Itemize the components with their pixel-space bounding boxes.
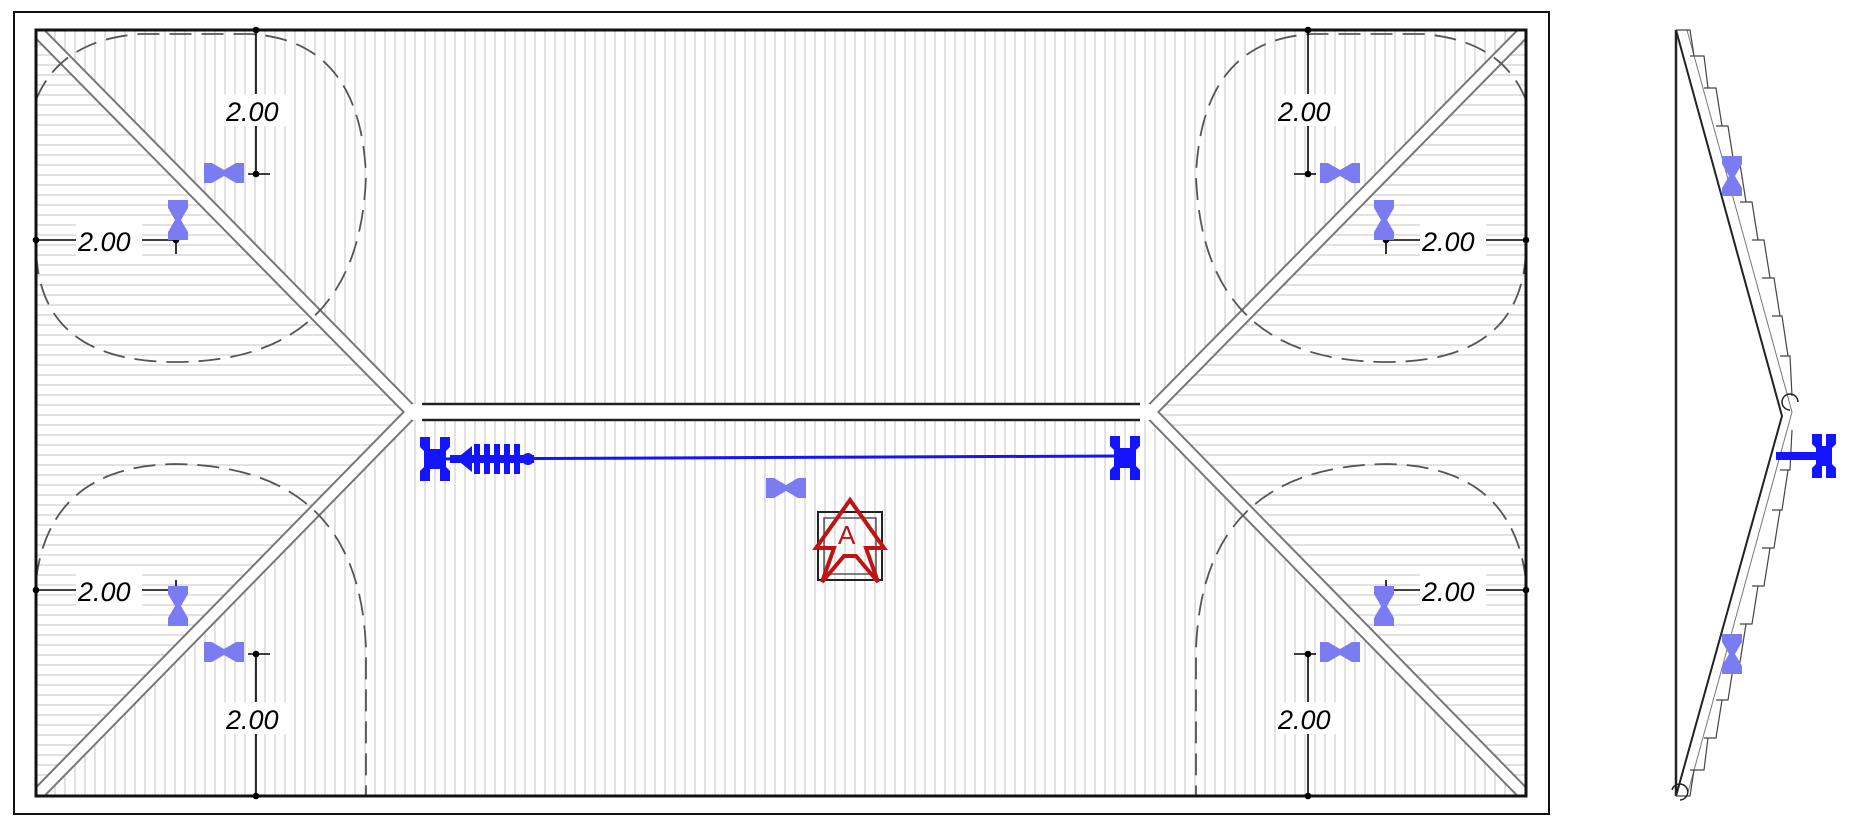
roof-face-top: [36, 30, 1526, 412]
anchor-label: A: [838, 520, 856, 550]
roof-anchor-icon: A: [812, 496, 888, 584]
roof-section-view: [1671, 29, 1836, 801]
bow-tie-support-icon: [1722, 634, 1742, 674]
roof-plan: [36, 30, 1526, 796]
lifeline-end-post-icon: [1776, 434, 1836, 478]
ridge-lines: [36, 30, 1526, 796]
dimension-label: 2.00: [77, 577, 131, 607]
dimension-label: 2.00: [77, 227, 131, 257]
dimension-label: 2.00: [1277, 97, 1331, 127]
lifeline-cable: [435, 454, 1117, 461]
roof-face-bottom: [36, 412, 1526, 796]
roof-outline: [34, 28, 1528, 798]
dimension-label: 2.00: [1277, 705, 1331, 735]
dimension-labels: 2.00 2.00 2.00 2.00 2.00 2.00 2.00 2.00: [76, 94, 1486, 735]
dimension-label: 2.00: [1421, 577, 1475, 607]
shock-absorber-icon: [450, 444, 534, 474]
fall-radius-arcs: [36, 33, 1526, 796]
horizontal-lifeline: [420, 436, 1140, 481]
bow-tie-support-icon: [1722, 156, 1742, 196]
dimension-label: 2.00: [1421, 227, 1475, 257]
dimension-label: 2.00: [225, 705, 279, 735]
dimension-label: 2.00: [225, 97, 279, 127]
roof-tiles: [1676, 29, 1793, 797]
